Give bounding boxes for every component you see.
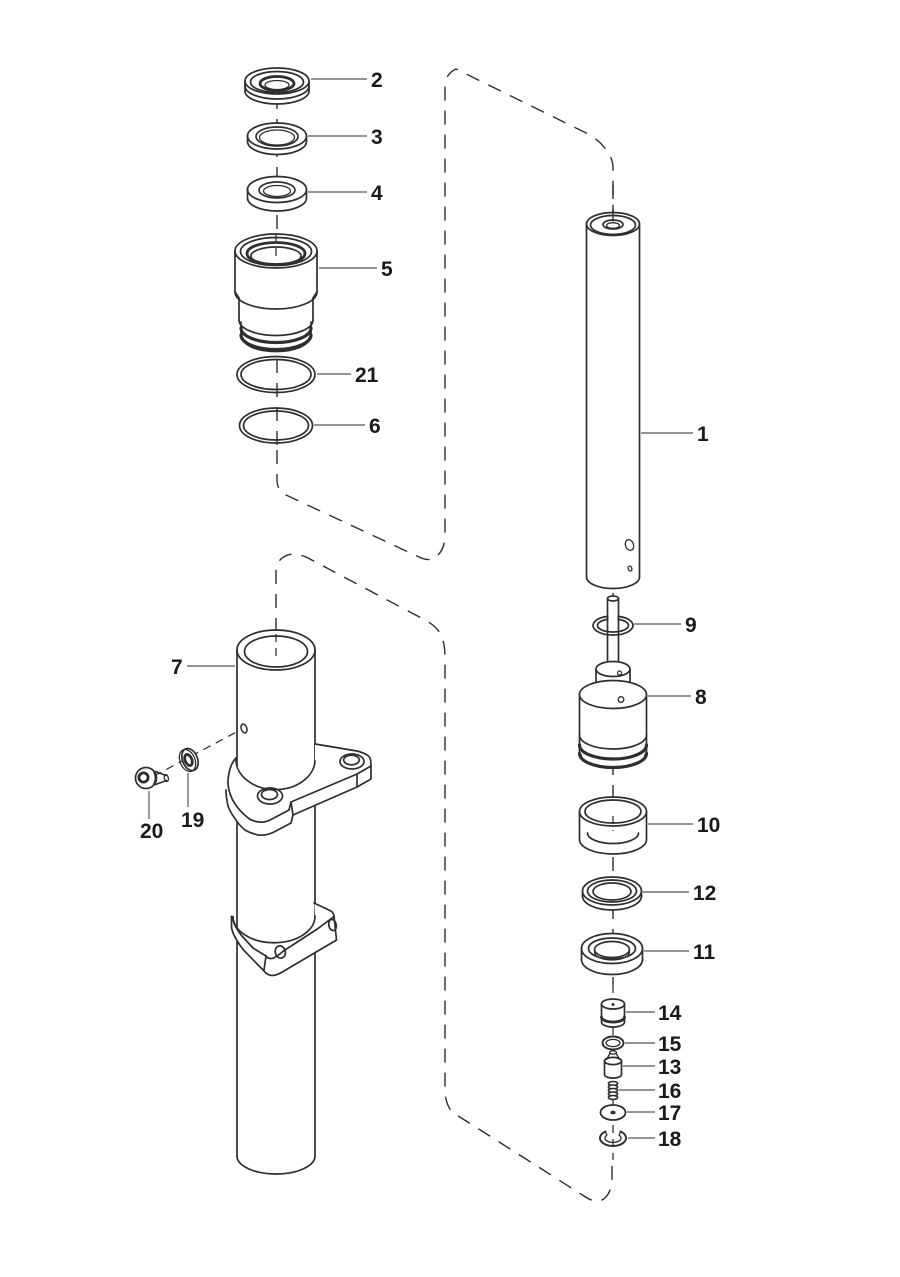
- part-labels: 2 3 4 5 21 6 1 9 8 10 12 11 14 15 13 16 …: [140, 69, 720, 1151]
- part-label-20: 20: [140, 820, 163, 843]
- flange-bolt-hole: [339, 753, 365, 770]
- part-19-washer: [178, 747, 200, 773]
- part-7-lower-flange: [230, 902, 338, 977]
- assembly-dashed-path-lower: [275, 553, 613, 1202]
- flange-bolt-hole: [274, 945, 287, 959]
- part-label-18: 18: [658, 1128, 682, 1151]
- part-label-7: 7: [171, 656, 183, 679]
- part-label-17: 17: [658, 1102, 681, 1125]
- part-10-sleeve: [578, 796, 648, 855]
- part-15-o-ring: [601, 1035, 625, 1051]
- part-16-spring: [607, 1080, 619, 1101]
- tube-side-hole: [624, 539, 635, 551]
- part-label-3: 3: [371, 126, 383, 149]
- part-label-14: 14: [658, 1002, 682, 1025]
- part-12-seal-ring: [581, 876, 643, 911]
- part-label-15: 15: [658, 1033, 682, 1056]
- part-13-valve: [603, 1050, 623, 1079]
- part-11-collar-ring: [580, 932, 644, 976]
- part-label-8: 8: [695, 686, 707, 709]
- part-label-2: 2: [371, 69, 383, 92]
- part-7-outer-tube: [236, 629, 316, 1175]
- part-label-4: 4: [371, 182, 383, 205]
- part-label-16: 16: [658, 1080, 681, 1103]
- part-5-guide-cup: [234, 233, 318, 353]
- tube-mount-hole: [240, 723, 248, 734]
- part-label-9: 9: [685, 614, 697, 637]
- part-3-seal-ring: [246, 122, 308, 156]
- part-label-6: 6: [369, 415, 381, 438]
- part-1-cylinder-tube: [585, 209, 641, 590]
- leader-lines: [148, 78, 693, 1139]
- part-8-piston: [577, 660, 649, 770]
- assembly-dashed-path-upper: [276, 68, 614, 561]
- part-21-o-ring: [236, 355, 316, 394]
- part-label-12: 12: [693, 882, 716, 905]
- part-9-snap-ring: [592, 615, 634, 636]
- part-20-screw: [134, 766, 170, 790]
- part-label-1: 1: [697, 423, 709, 446]
- part-18-c-clip: [599, 1130, 627, 1148]
- part-7-upper-flange: [225, 743, 372, 837]
- part-17-washer: [599, 1104, 627, 1121]
- screw-axis-dashed-line: [153, 728, 243, 777]
- part-label-19: 19: [181, 809, 204, 832]
- flange-bolt-hole: [327, 918, 338, 932]
- tube-side-hole-small: [627, 565, 633, 572]
- part-label-13: 13: [658, 1056, 681, 1079]
- part-label-5: 5: [381, 258, 393, 281]
- part-6-o-ring: [238, 407, 314, 444]
- part-label-11: 11: [693, 941, 716, 964]
- part-2-cap: [244, 67, 310, 105]
- part-label-21: 21: [355, 364, 379, 387]
- part-label-10: 10: [697, 814, 720, 837]
- part-4-seal-ring: [246, 175, 308, 212]
- part-14-plunger: [600, 998, 626, 1028]
- flange-bolt-hole: [256, 787, 284, 805]
